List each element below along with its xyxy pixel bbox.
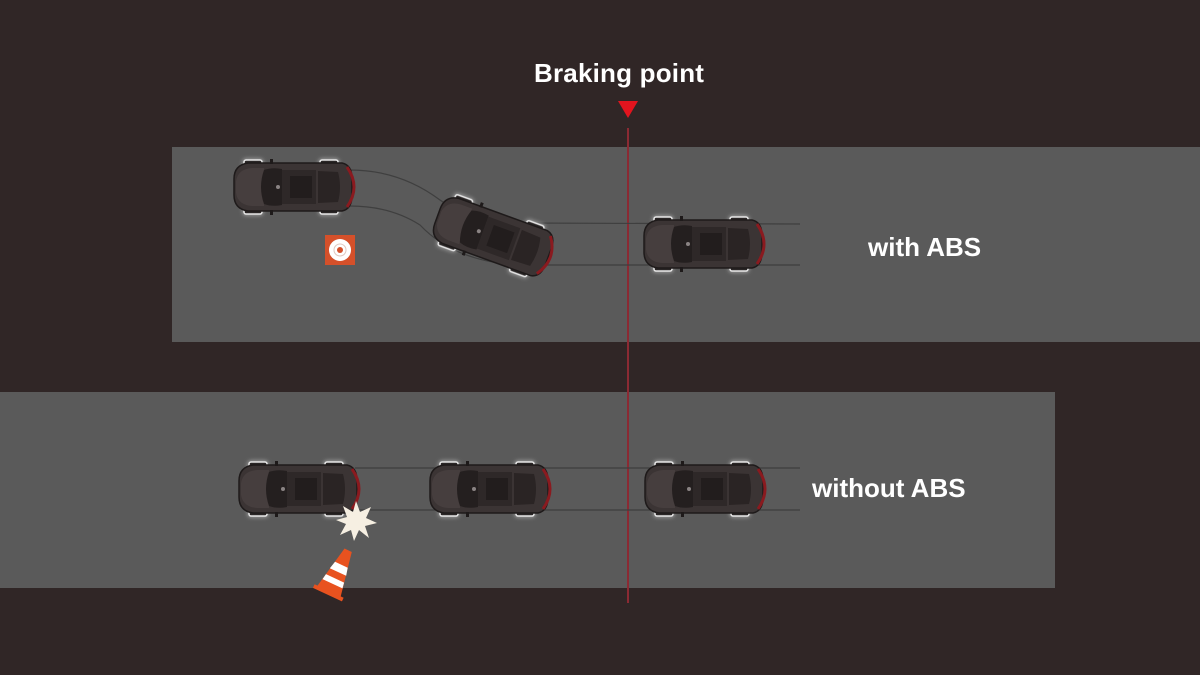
car-stopped-with-abs — [644, 216, 764, 272]
braking-point-line — [627, 128, 629, 603]
traffic-cone-icon — [312, 548, 352, 602]
lane-label-without-abs: without ABS — [812, 473, 966, 503]
braking-point-title: Braking point — [534, 58, 705, 88]
braking-point-marker-icon — [618, 101, 638, 118]
car-swerving-with-abs — [428, 190, 560, 284]
target-sign-icon — [325, 235, 355, 265]
car-collision-without-abs — [239, 461, 359, 517]
car-start-with-abs — [234, 159, 354, 215]
collision-burst-icon — [336, 501, 377, 541]
car-braking-without-abs — [645, 461, 765, 517]
lane-label-with-abs: with ABS — [868, 232, 982, 262]
car-skidding-without-abs — [430, 461, 550, 517]
